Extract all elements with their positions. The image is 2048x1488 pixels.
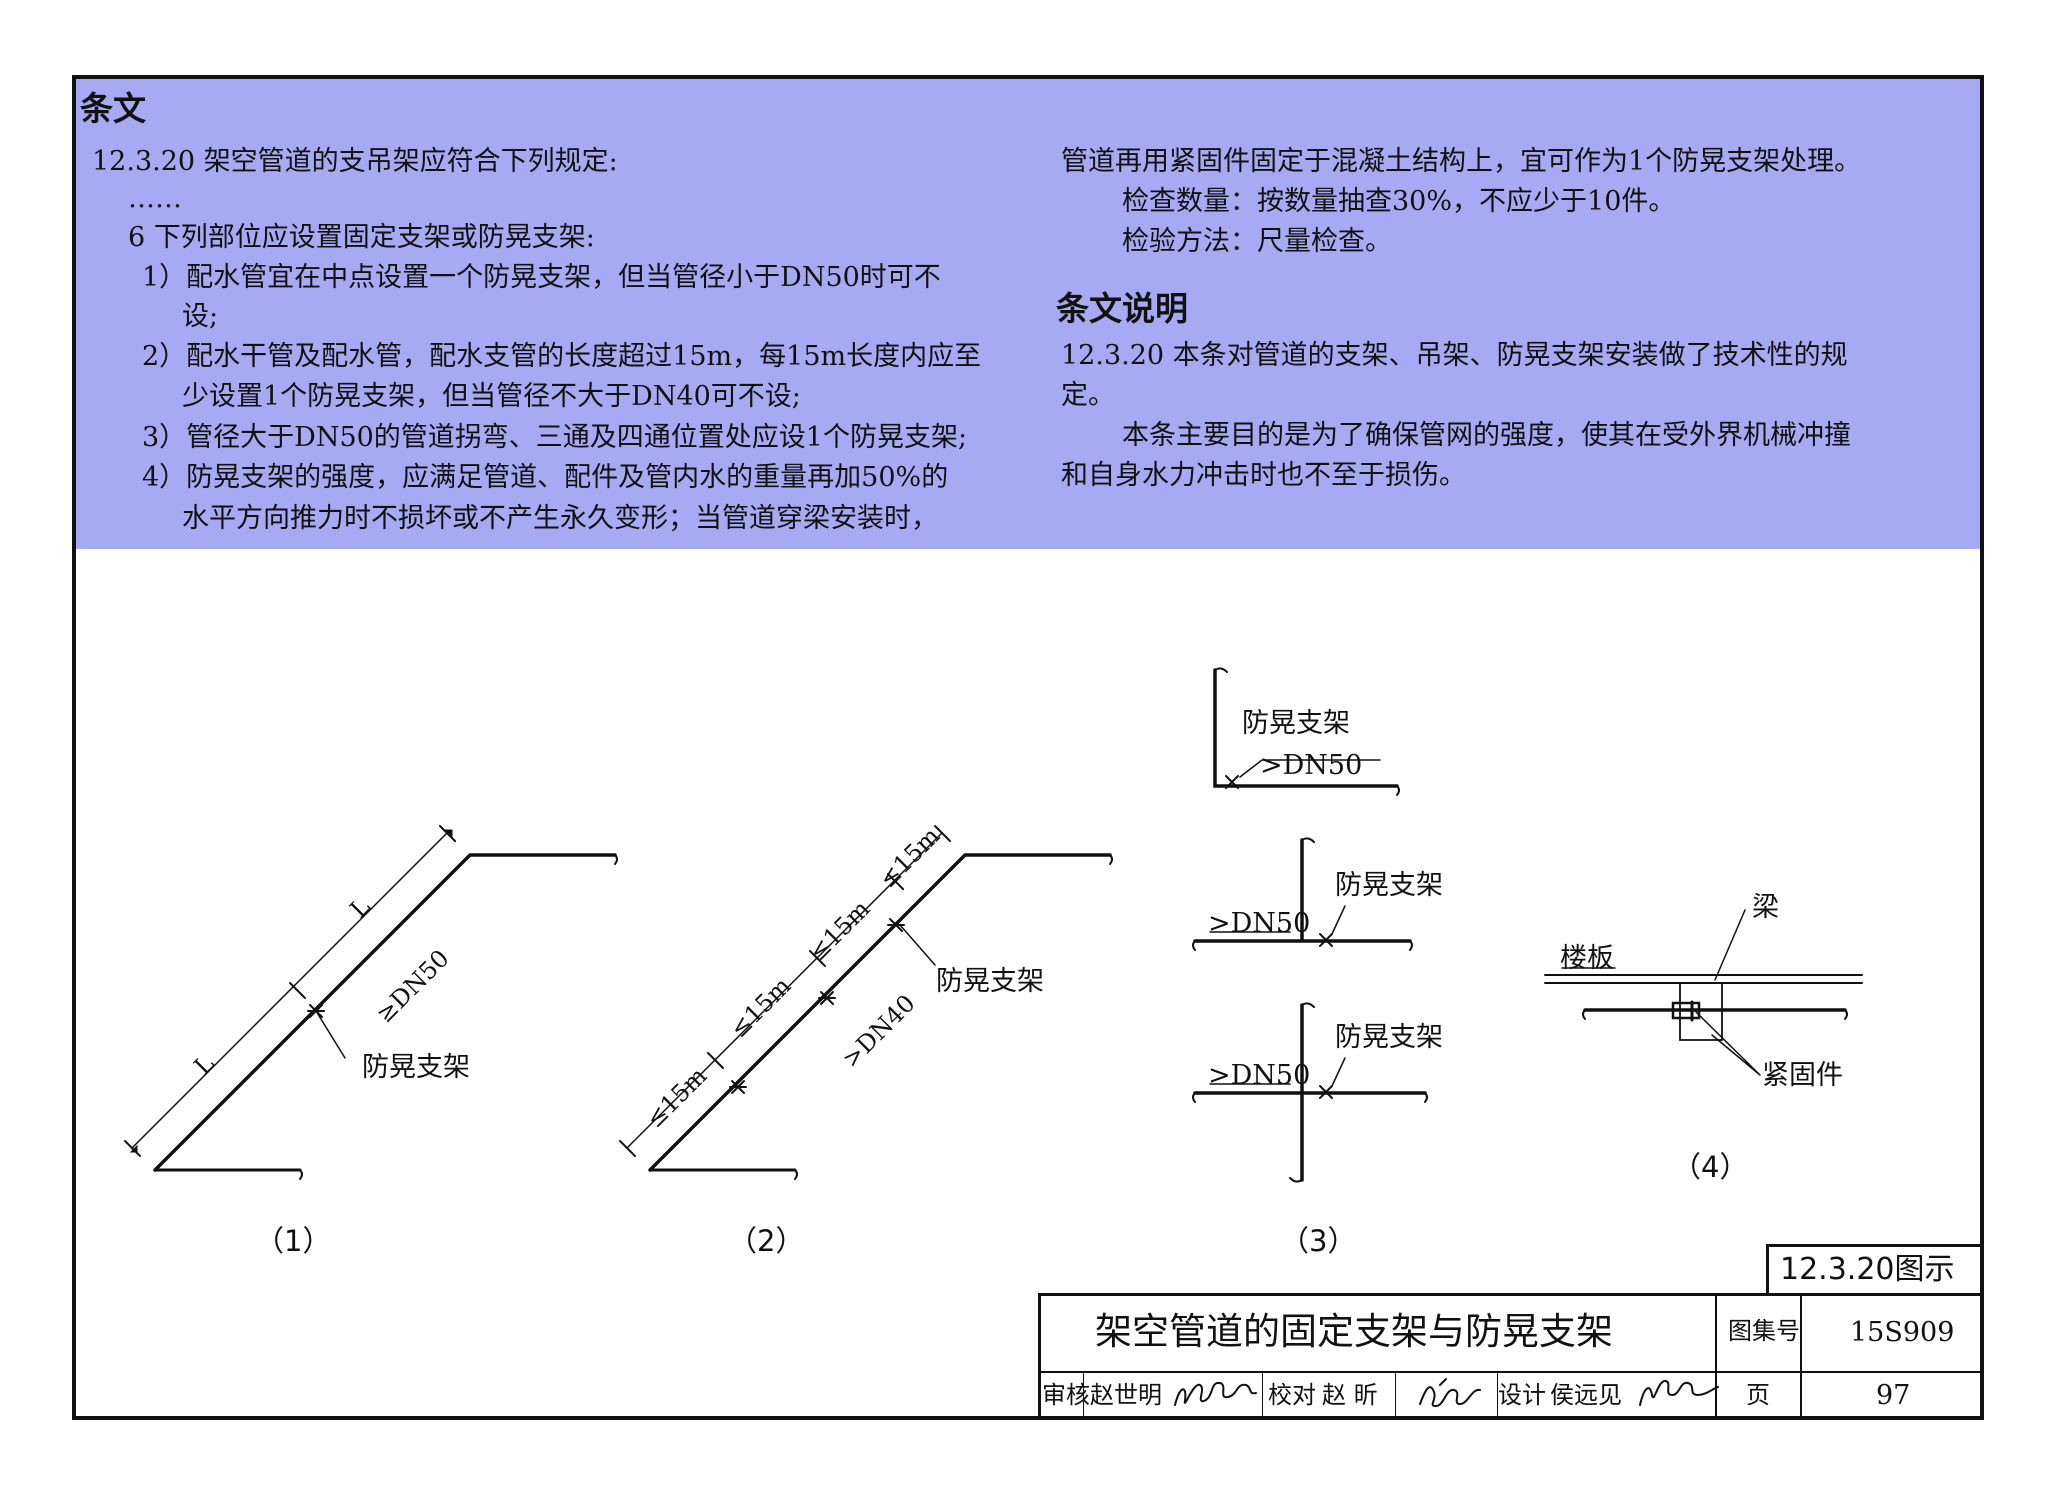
review-label: 审核: [1042, 1381, 1090, 1409]
title-block-divider: [1715, 1293, 1717, 1371]
clause-text-band: [76, 79, 1980, 549]
clause-line: 12.3.20 架空管道的支吊架应符合下列规定:: [92, 146, 618, 177]
clause-line: 设;: [182, 301, 219, 332]
check-label: 校对: [1268, 1381, 1316, 1409]
title-block-divider: [1395, 1371, 1396, 1420]
explanation-line: 定。: [1061, 380, 1115, 411]
title-block-divider: [1497, 1371, 1498, 1420]
clause-heading: 条文: [80, 89, 146, 128]
title-block: [1038, 1293, 1984, 1420]
explanation-line: 本条主要目的是为了确保管网的强度，使其在受外界机械冲撞: [1122, 420, 1851, 451]
figure-4-drawing: [1544, 909, 1863, 1076]
clause-line: 6 下列部位应设置固定支架或防晃支架:: [128, 222, 595, 253]
checker-name: 赵 昕: [1322, 1381, 1378, 1409]
atlas-label: 图集号: [1728, 1317, 1800, 1345]
clause-line: 4）防晃支架的强度，应满足管道、配件及管内水的重量再加50%的: [142, 462, 949, 493]
title-block-divider: [1715, 1371, 1717, 1420]
figure-2-drawing: [619, 825, 1113, 1180]
clause-right-line: 管道再用紧固件固定于混凝土结构上，宜可作为1个防晃支架处理。: [1061, 146, 1862, 177]
title-block-divider: [1038, 1371, 1984, 1373]
title-block-divider: [1800, 1293, 1802, 1420]
pipe-size-label: >DN50: [1208, 1060, 1311, 1091]
support-label: 防晃支架: [1335, 870, 1443, 901]
slab-label: 楼板: [1560, 943, 1614, 974]
page-number: 97: [1876, 1380, 1911, 1411]
figure-4-caption: （4）: [1672, 1150, 1749, 1184]
figure-3-caption: （3）: [1280, 1224, 1357, 1258]
figure-3-drawing: [1192, 667, 1428, 1183]
beam-label: 梁: [1752, 892, 1779, 923]
designer-signature: [1639, 1380, 1719, 1406]
clause-line: 1）配水管宜在中点设置一个防晃支架，但当管径小于DN50时可不: [142, 262, 941, 293]
support-label: 防晃支架: [1335, 1022, 1443, 1053]
checker-signature: [1419, 1378, 1481, 1408]
atlas-number: 15S909: [1850, 1317, 1955, 1348]
drawing-frame: [72, 75, 1984, 1420]
drawing-title: 架空管道的固定支架与防晃支架: [1095, 1310, 1613, 1353]
figure-ref-box: [1766, 1244, 1984, 1296]
clause-line: 3）管径大于DN50的管道拐弯、三通及四通位置处应设1个防晃支架;: [142, 422, 968, 453]
pipe-size-label: >DN50: [1260, 750, 1363, 781]
explanation-heading: 条文说明: [1056, 289, 1188, 328]
support-label: 防晃支架: [1242, 708, 1350, 739]
clause-line: ……: [128, 183, 182, 214]
figure-2-caption: （2）: [728, 1224, 805, 1258]
clause-right-line: 检验方法：尺量检查。: [1122, 226, 1392, 257]
explanation-line: 和自身水力冲击时也不至于损伤。: [1061, 460, 1466, 491]
pipe-size-label: >DN50: [1208, 908, 1311, 939]
support-label: 防晃支架: [362, 1052, 470, 1083]
clause-line: 2）配水干管及配水管，配水支管的长度超过15m，每15m长度内应至: [142, 341, 982, 372]
title-block-divider: [1262, 1371, 1263, 1420]
figure-ref: 12.3.20图示: [1780, 1252, 1955, 1287]
designer-name: 侯远见: [1550, 1381, 1622, 1409]
reviewer-signature: [1174, 1381, 1257, 1406]
clause-line: 水平方向推力时不损坏或不产生永久变形；当管道穿梁安装时，: [182, 503, 938, 534]
figure-1-caption: （1）: [255, 1224, 332, 1258]
support-label: 防晃支架: [936, 966, 1044, 997]
title-block-divider: [1083, 1371, 1084, 1420]
clause-right-line: 检查数量：按数量抽查30%，不应少于10件。: [1122, 186, 1676, 217]
reviewer-name: 赵世明: [1090, 1381, 1162, 1409]
page-label: 页: [1746, 1381, 1770, 1409]
explanation-line: 12.3.20 本条对管道的支架、吊架、防晃支架安装做了技术性的规: [1061, 340, 1848, 371]
clause-line: 少设置1个防晃支架，但当管径不大于DN40可不设;: [182, 381, 801, 412]
figure-1-drawing: [124, 825, 618, 1180]
fastener-label: 紧固件: [1762, 1060, 1843, 1091]
design-label: 设计: [1498, 1381, 1546, 1409]
